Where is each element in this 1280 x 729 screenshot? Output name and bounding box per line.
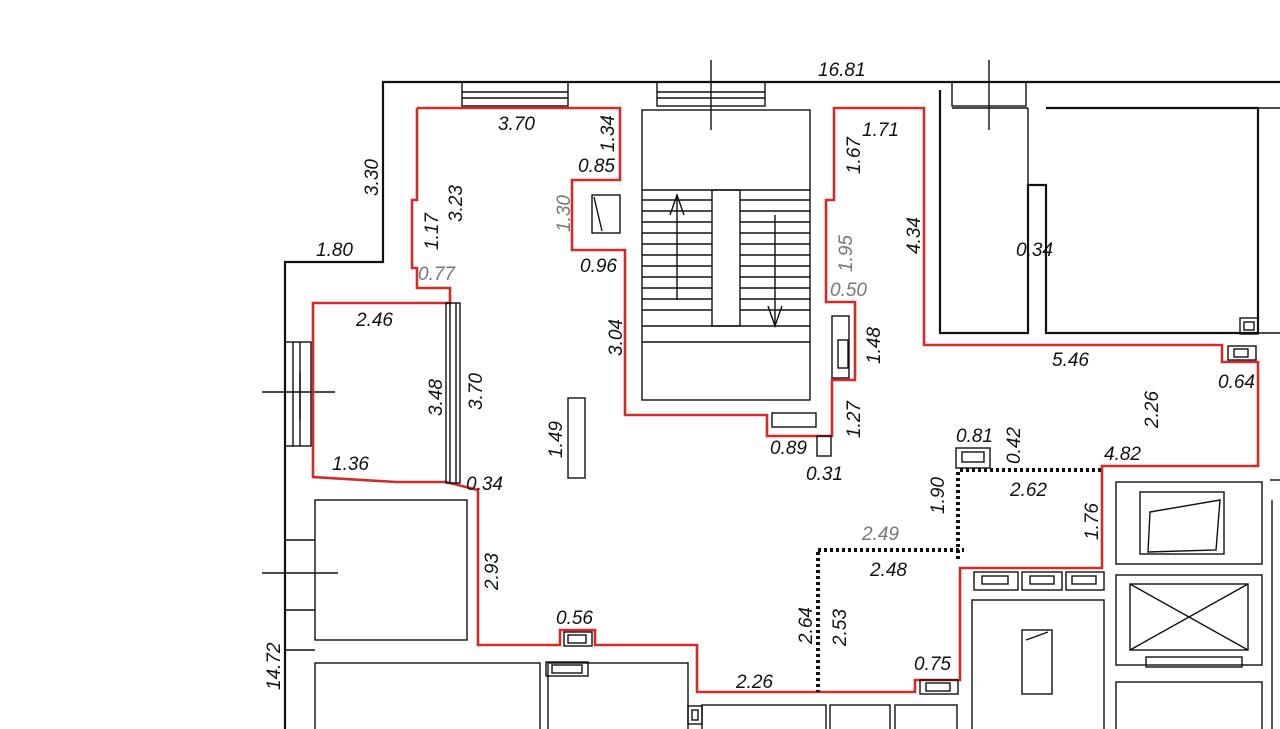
dim-0-75: 0.75 xyxy=(914,654,951,675)
building-walls xyxy=(262,60,1280,729)
dim-1-80: 1.80 xyxy=(316,240,353,261)
dim-2-93: 2.93 xyxy=(482,553,503,591)
dim-0-77: 0.77 xyxy=(418,264,456,285)
dim-3-04: 3.04 xyxy=(606,319,627,356)
dim-0-89: 0.89 xyxy=(770,438,807,459)
dim-1-48: 1.48 xyxy=(864,327,885,364)
dim-0-34-right: 0.34 xyxy=(1016,240,1053,261)
dim-1-30: 1.30 xyxy=(554,195,575,232)
dim-1-90: 1.90 xyxy=(928,477,949,514)
dim-2-64: 2.64 xyxy=(796,607,817,645)
dim-1-67: 1.67 xyxy=(844,136,865,174)
dim-1-95: 1.95 xyxy=(836,235,857,272)
dim-0-85: 0.85 xyxy=(578,156,615,177)
dim-0-50: 0.50 xyxy=(830,280,867,301)
dim-1-17: 1.17 xyxy=(422,212,443,250)
dim-0-96: 0.96 xyxy=(580,256,617,277)
dim-3-48: 3.48 xyxy=(426,379,447,416)
dim-3-23: 3.23 xyxy=(446,185,467,222)
dim-2-46: 2.46 xyxy=(355,310,393,331)
dim-2-53: 2.53 xyxy=(830,609,851,647)
dim-0-56: 0.56 xyxy=(556,608,593,629)
dim-1-34: 1.34 xyxy=(598,115,619,152)
dim-0-31: 0.31 xyxy=(806,464,843,485)
neighbour-rooms xyxy=(545,90,1280,729)
dim-2-48: 2.48 xyxy=(869,560,907,581)
dim-0-64: 0.64 xyxy=(1218,372,1255,393)
dimension-labels: 16.81 3.30 1.80 14.72 3.70 1.34 0.85 1.3… xyxy=(264,60,1255,693)
dim-1-36: 1.36 xyxy=(332,454,369,475)
dim-3-30: 3.30 xyxy=(362,159,383,196)
staircase xyxy=(641,109,811,401)
dim-0-42: 0.42 xyxy=(1004,427,1025,464)
dim-4-34: 4.34 xyxy=(904,217,925,254)
dim-4-82: 4.82 xyxy=(1104,444,1141,465)
dim-2-62: 2.62 xyxy=(1009,480,1047,501)
dim-1-49: 1.49 xyxy=(546,421,567,458)
dim-2-49: 2.49 xyxy=(861,524,899,545)
dim-5-46: 5.46 xyxy=(1052,350,1089,371)
dim-1-76: 1.76 xyxy=(1082,503,1103,540)
dim-2-26-right: 2.26 xyxy=(1142,391,1163,429)
dim-2-26-bottom: 2.26 xyxy=(735,672,773,693)
dim-3-70-top: 3.70 xyxy=(498,114,535,135)
apartment-outline xyxy=(311,106,1260,695)
dim-16-81: 16.81 xyxy=(818,60,866,81)
dim-3-70-side: 3.70 xyxy=(466,373,487,410)
dim-1-27: 1.27 xyxy=(844,400,865,438)
dim-14-72: 14.72 xyxy=(264,642,285,690)
dim-0-81: 0.81 xyxy=(956,426,993,447)
dim-0-34-left: 0.34 xyxy=(466,474,503,495)
dim-1-71: 1.71 xyxy=(862,120,899,141)
